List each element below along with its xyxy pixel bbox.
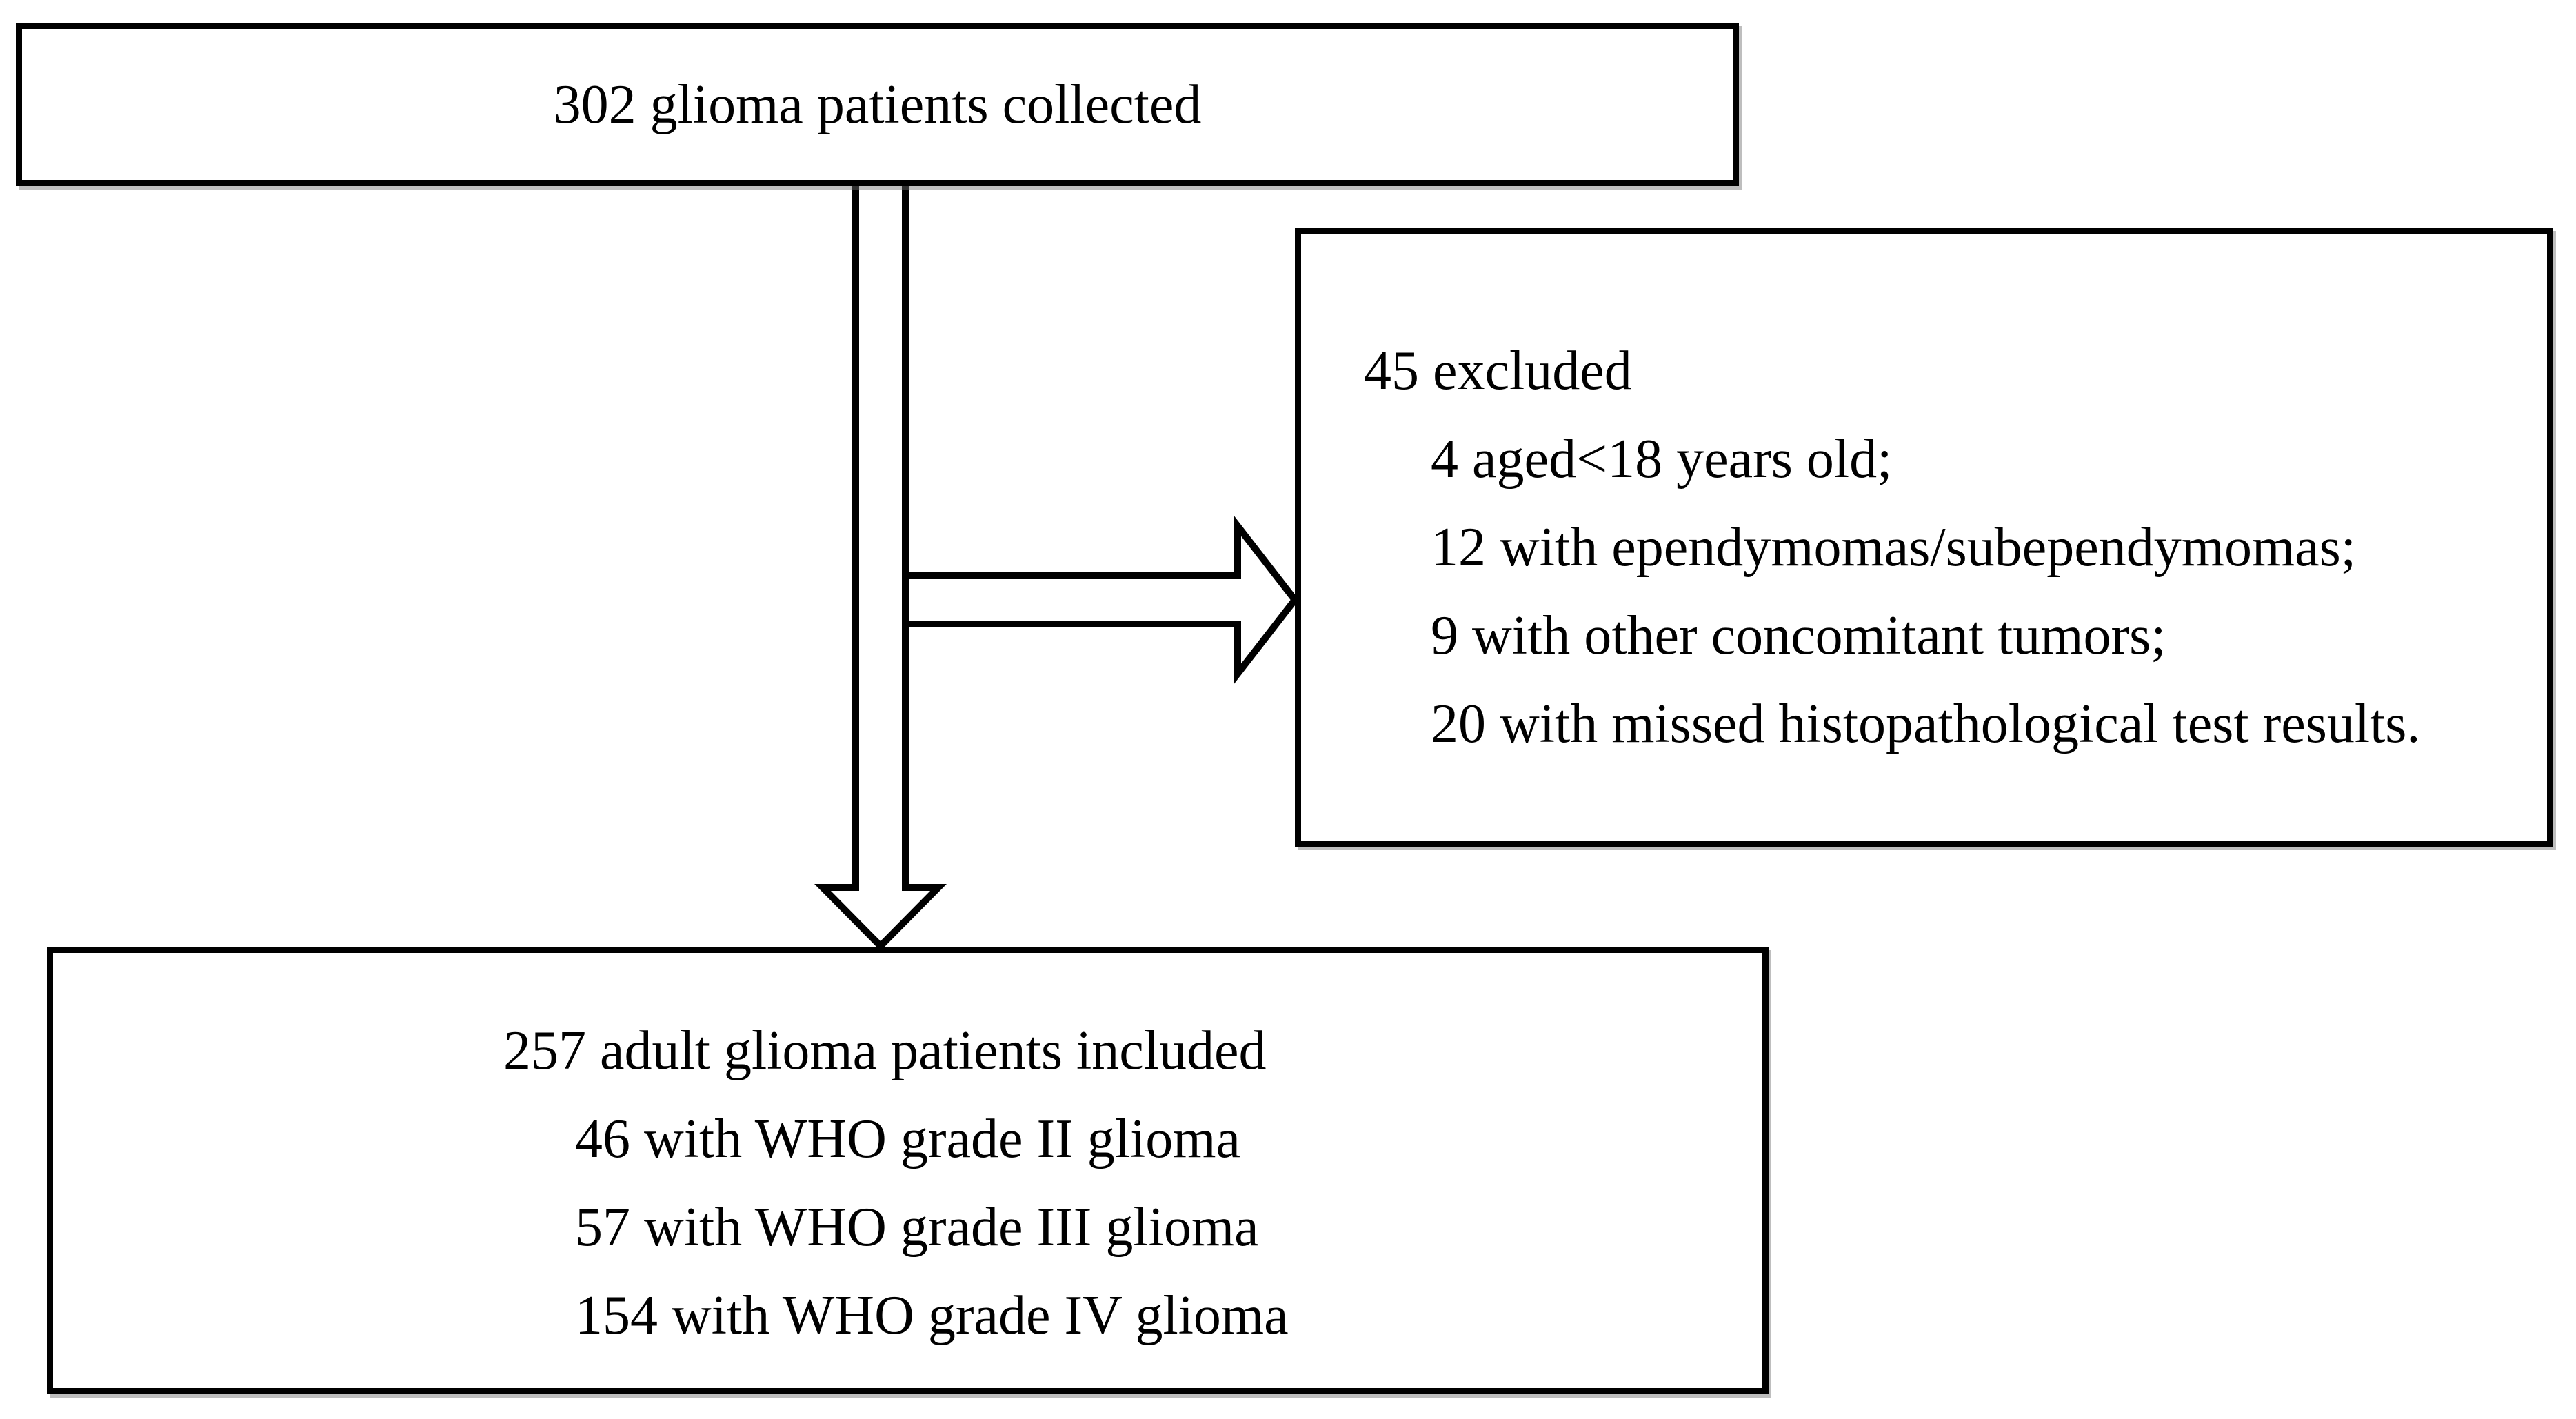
excluded-item: 4 aged<18 years old;: [1431, 429, 1893, 490]
collected-box: 302 glioma patients collected: [16, 23, 1739, 186]
included-box: 257 adult glioma patients included 46 wi…: [47, 947, 1769, 1394]
excluded-box: 45 excluded 4 aged<18 years old; 12 with…: [1295, 228, 2553, 847]
right-arrow: [902, 516, 1300, 684]
included-item: 154 with WHO grade IV glioma: [575, 1285, 1289, 1346]
included-item: 57 with WHO grade III glioma: [575, 1197, 1259, 1258]
excluded-item: 9 with other concomitant tumors;: [1431, 605, 2166, 666]
included-heading: 257 adult glioma patients included: [503, 1020, 1267, 1081]
excluded-item: 20 with missed histopathological test re…: [1431, 694, 2421, 754]
excluded-heading: 45 excluded: [1364, 341, 1632, 401]
excluded-item: 12 with ependymomas/subependymomas;: [1431, 517, 2357, 578]
collected-text: 302 glioma patients collected: [553, 74, 1202, 135]
down-arrow: [814, 178, 947, 952]
included-item: 46 with WHO grade II glioma: [575, 1109, 1240, 1169]
